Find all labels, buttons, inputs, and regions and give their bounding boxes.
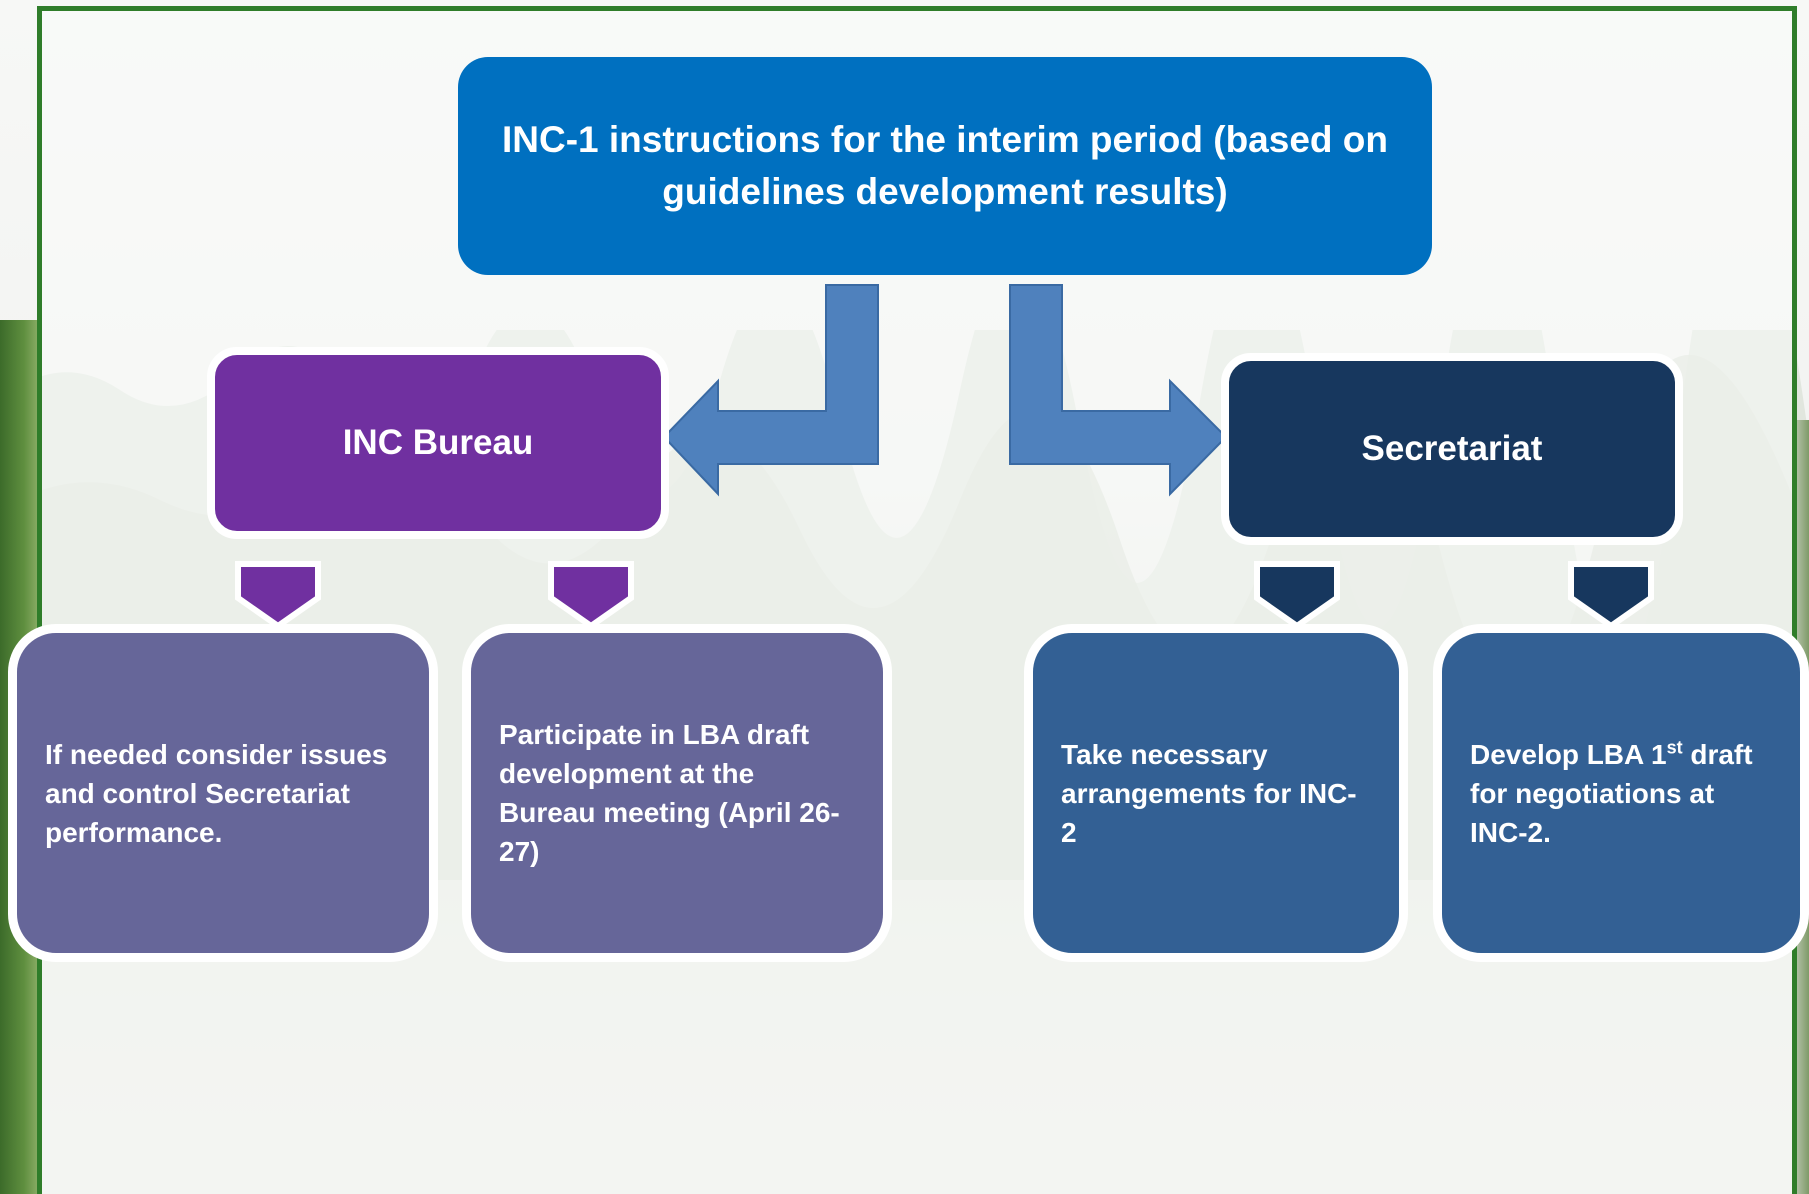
top-instructions-box: INC-1 instructions for the interim perio…: [458, 57, 1432, 275]
secretariat-chevron-2: [1568, 561, 1654, 630]
top-instructions-text: INC-1 instructions for the interim perio…: [501, 119, 1388, 212]
secretariat-chevron-1: [1254, 561, 1340, 630]
secretariat-box: Secretariat: [1221, 353, 1683, 545]
right-bent-arrow: [1009, 284, 1228, 497]
left-bent-arrow: [662, 284, 879, 497]
secretariat-task-1: Take necessary arrangements for INC-2: [1024, 624, 1408, 962]
bureau-task-2: Participate in LBA draft development at …: [462, 624, 892, 962]
bureau-chevron-2: [548, 561, 634, 630]
slide-frame: [37, 6, 1797, 1194]
inc-bureau-box: INC Bureau: [207, 347, 669, 539]
bureau-task-1: If needed consider issues and control Se…: [8, 624, 438, 962]
bureau-task-1-text: If needed consider issues and control Se…: [45, 738, 388, 848]
secretariat-task-2: Develop LBA 1st draft for negotiations a…: [1433, 624, 1809, 962]
bureau-task-2-text: Participate in LBA draft development at …: [499, 719, 840, 867]
inc-bureau-title: INC Bureau: [342, 423, 534, 462]
secretariat-task-1-text: Take necessary arrangements for INC-2: [1061, 738, 1357, 848]
secretariat-task-2-text-post: draft for negotiations at INC-2.: [1470, 738, 1753, 848]
secretariat-title: Secretariat: [1361, 429, 1543, 468]
bureau-chevron-1: [235, 561, 321, 630]
secretariat-task-2-text-pre: Develop LBA 1: [1470, 738, 1667, 770]
secretariat-task-2-text-sup: st: [1666, 737, 1683, 758]
secretariat-task-2-text: Develop LBA 1st draft for negotiations a…: [1470, 735, 1772, 852]
